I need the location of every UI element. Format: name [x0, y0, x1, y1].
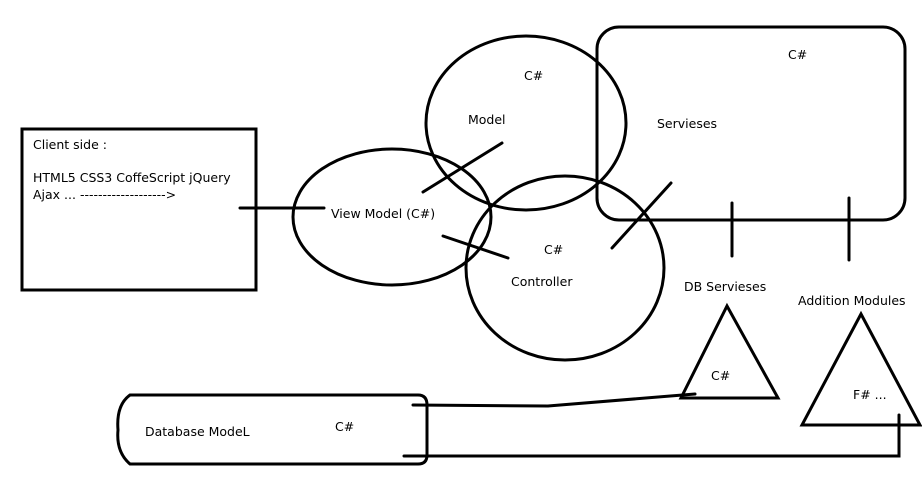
model-view-model-connector — [421, 141, 504, 194]
db-services-lang: C# — [711, 368, 730, 383]
db-services-triangle — [678, 302, 781, 400]
client-side-title: Client side : — [33, 137, 107, 152]
view-model-node: View Model (C#) — [291, 147, 493, 287]
database-model-shape — [116, 393, 429, 466]
database-db-services-connector — [411, 392, 697, 408]
addition-modules-node: Addition Modules F# ... — [798, 293, 922, 427]
services-lang: C# — [788, 47, 807, 62]
model-lang: C# — [524, 68, 543, 83]
database-addition-modules-connector — [402, 413, 901, 458]
view-model-label: View Model (C#) — [331, 206, 435, 221]
controller-label: Controller — [511, 274, 573, 289]
addition-modules-label: Addition Modules — [798, 293, 906, 308]
model-label: Model — [468, 112, 506, 127]
services-label: Servieses — [657, 116, 717, 131]
view-model-controller-connector — [441, 234, 510, 260]
services-node: C# Servieses — [595, 25, 907, 222]
controller-lang: C# — [544, 242, 563, 257]
client-side-box — [20, 127, 258, 292]
view-model-ellipse — [291, 147, 493, 287]
controller-services-connector — [610, 181, 673, 250]
database-model-label: Database ModeL — [145, 424, 250, 439]
controller-circle — [464, 174, 666, 362]
model-circle — [424, 34, 628, 212]
client-side-technologies: HTML5 CSS3 CoffeScript jQuery — [33, 170, 231, 185]
database-model-lang: C# — [335, 419, 354, 434]
addition-modules-lang: F# ... — [853, 387, 887, 402]
db-services-node: DB Servieses C# — [678, 279, 781, 400]
client-side-node: Client side : HTML5 CSS3 CoffeScript jQu… — [20, 127, 258, 292]
addition-modules-triangle — [799, 310, 922, 427]
client-side-ajax: Ajax ... -------------------> — [33, 187, 176, 202]
model-node: C# Model — [424, 34, 628, 212]
controller-node: C# Controller — [464, 174, 666, 362]
db-services-label: DB Servieses — [684, 279, 766, 294]
services-box — [595, 25, 907, 222]
database-model-node: Database ModeL C# — [116, 393, 429, 466]
